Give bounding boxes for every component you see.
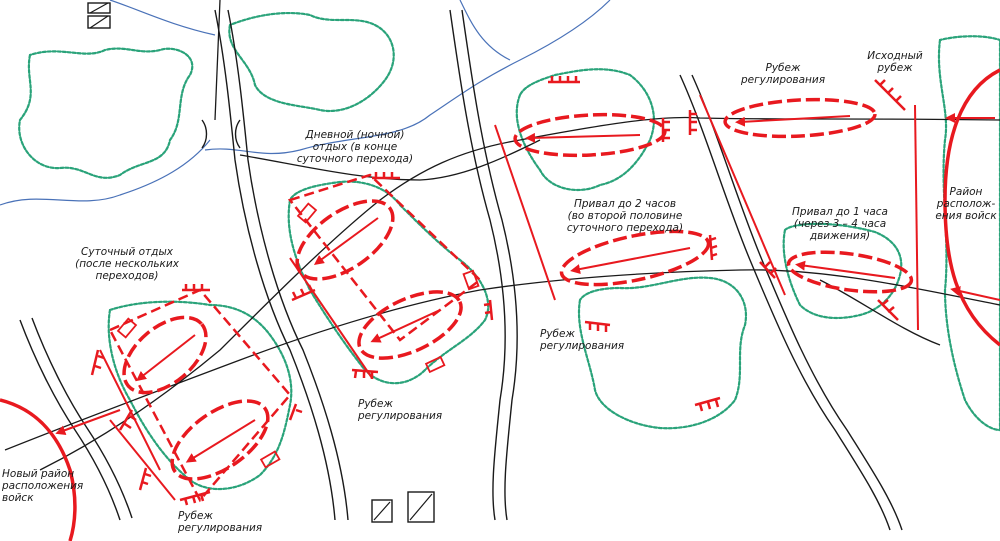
start-line-label: Исходный рубеж xyxy=(867,50,923,74)
halt-2h-label: Привал до 2 часов (во второй половине су… xyxy=(566,198,684,234)
building-hatching xyxy=(89,2,433,521)
highways xyxy=(19,9,903,531)
forest-icon xyxy=(577,276,748,430)
forest-icon xyxy=(287,180,490,385)
regulation-line-label: Рубеж регулирования xyxy=(178,510,263,534)
forest-icon xyxy=(515,68,655,192)
forest-icon xyxy=(107,300,293,491)
new-troop-area-label: Новый район расположения войск xyxy=(2,468,84,504)
troop-area-label: Район располож- ения войск xyxy=(935,186,997,222)
regulation-line-label: Рубеж регулирования xyxy=(540,328,625,352)
forest-icon xyxy=(937,35,1000,432)
bridge-icon xyxy=(201,119,241,149)
halt-1h-label: Привал до 1 часа (через 3 – 4 часа движе… xyxy=(792,206,888,242)
regulation-line-label: Рубеж регулирования xyxy=(740,62,826,86)
regulation-line-label: Рубеж регулирования xyxy=(358,398,443,422)
direction-arrow-icon xyxy=(55,113,1000,463)
forest-icon xyxy=(228,11,395,113)
forest-icon xyxy=(782,222,903,320)
forest-areas xyxy=(18,11,1000,491)
river-lines xyxy=(0,0,611,206)
forest-icon xyxy=(18,47,194,179)
troop-area-left xyxy=(0,398,77,541)
troop-columns xyxy=(122,97,914,481)
day-night-rest-label: Дневной (ночной) отдых (в конце суточног… xyxy=(296,129,414,165)
troop-area-right xyxy=(943,68,1000,347)
daily-rest-label: Суточный отдых (после нескольких переход… xyxy=(75,246,179,282)
vehicle-markers xyxy=(116,202,480,469)
regulation-lines xyxy=(99,94,919,501)
rest-areas xyxy=(108,173,482,503)
position-marks xyxy=(90,76,906,506)
